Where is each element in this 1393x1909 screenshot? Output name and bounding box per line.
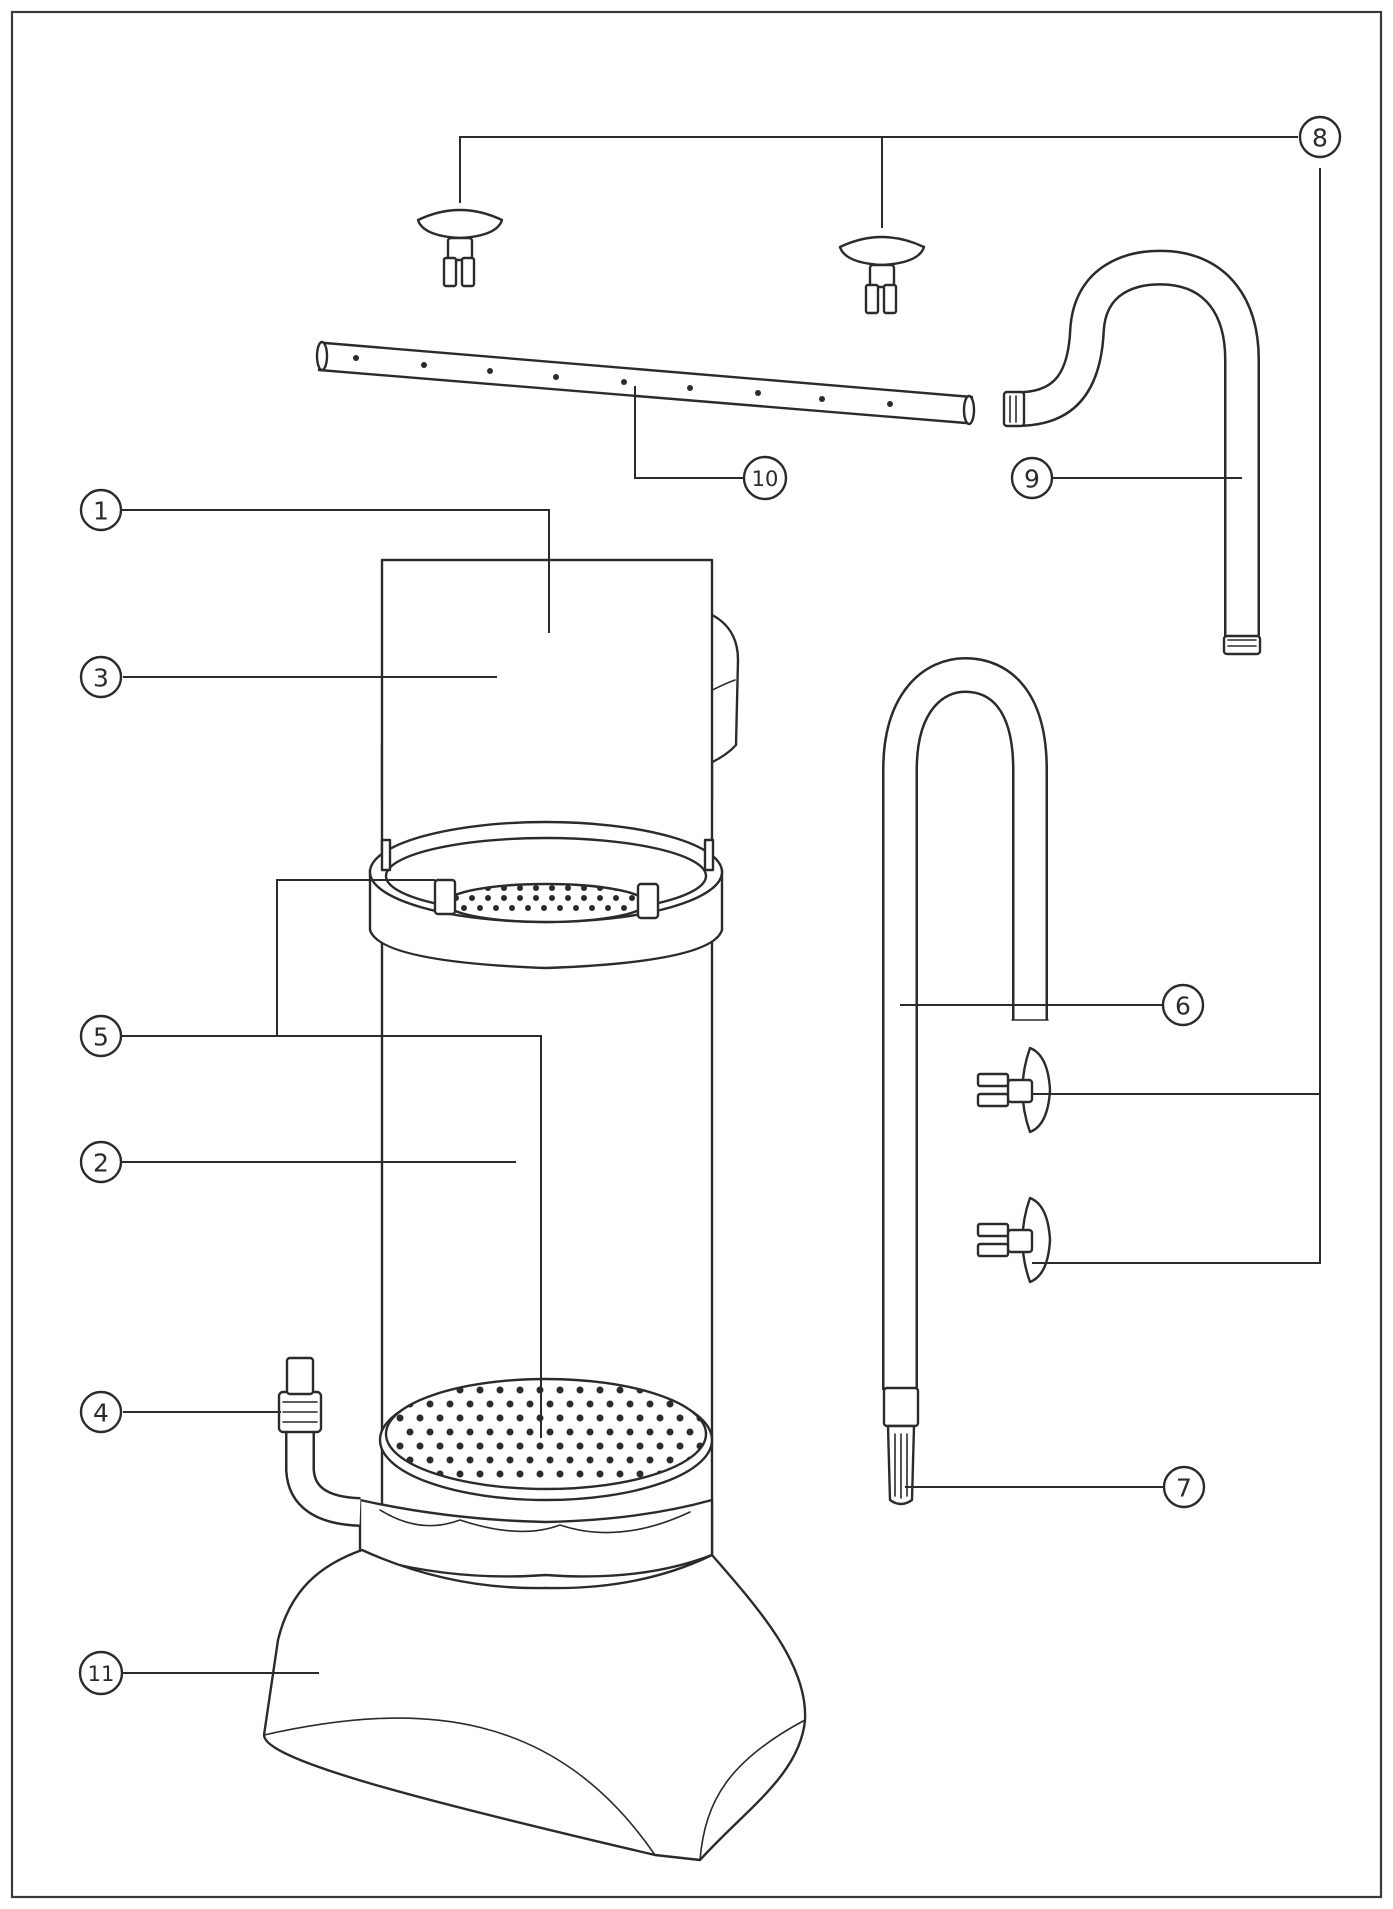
callout-label-3: 3 — [93, 664, 109, 693]
filter-mesh-top — [433, 878, 660, 924]
filter-mesh-bottom — [358, 1377, 714, 1578]
callout-label-10: 10 — [752, 467, 779, 491]
callout-marker-3: 3 — [79, 655, 123, 699]
callout-label-11: 11 — [88, 1662, 115, 1686]
inlet-connector — [277, 1356, 361, 1527]
callout-label-1: 1 — [93, 497, 109, 526]
callout-label-7: 7 — [1176, 1474, 1192, 1503]
callout-label-9: 9 — [1024, 465, 1040, 494]
callout-marker-1: 1 — [79, 488, 123, 532]
callout-label-8: 8 — [1312, 124, 1328, 153]
leader-8-side — [1032, 168, 1321, 1264]
callout-marker-4: 4 — [79, 1390, 123, 1434]
callout-label-2: 2 — [93, 1149, 109, 1178]
outer-frame — [10, 10, 1383, 1899]
leader-5 — [122, 879, 435, 1037]
leader-1 — [122, 509, 550, 633]
intake-strainer — [882, 1386, 920, 1506]
callout-marker-8: 8 — [1298, 115, 1342, 159]
callout-marker-6: 6 — [1161, 983, 1205, 1027]
callout-marker-9: 9 — [1010, 456, 1054, 500]
intake-pipe — [882, 656, 1049, 1390]
callout-marker-11: 11 — [78, 1650, 124, 1696]
callout-marker-7: 7 — [1162, 1465, 1206, 1509]
suction-cup-top-right — [838, 235, 926, 315]
callout-marker-10: 10 — [742, 455, 788, 501]
suction-cup-side-upper — [976, 1046, 1052, 1134]
callout-label-4: 4 — [93, 1399, 109, 1428]
base-stand — [262, 1548, 807, 1862]
suction-cup-side-lower — [976, 1196, 1052, 1284]
callout-marker-2: 2 — [79, 1140, 123, 1184]
callout-marker-5: 5 — [79, 1014, 123, 1058]
return-pipe — [1002, 249, 1262, 656]
leader-lines — [122, 136, 1321, 1674]
callout-label-5: 5 — [93, 1023, 109, 1052]
leader-10 — [634, 386, 743, 479]
spray-bar — [315, 340, 976, 426]
suction-cup-top-left — [416, 208, 504, 288]
leader-8 — [459, 136, 1298, 203]
callout-label-6: 6 — [1175, 992, 1191, 1021]
